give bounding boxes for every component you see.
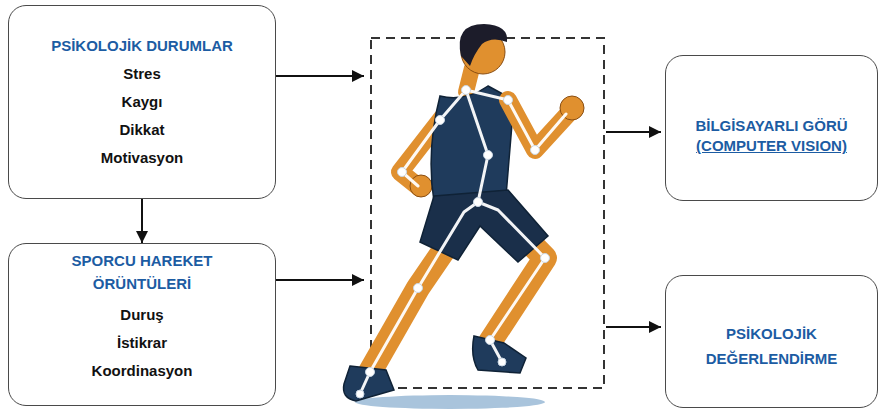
pose-joints <box>356 86 550 399</box>
runner-hair <box>460 24 507 66</box>
pose-joint <box>498 358 506 366</box>
pose-joint <box>474 198 483 207</box>
node-heading: SPORCU HAREKET ÖRÜNTÜLERİ <box>57 249 227 295</box>
pose-joint <box>531 146 540 155</box>
node-item: Stres <box>123 60 161 88</box>
pose-joint <box>436 116 445 125</box>
pose-skeleton <box>360 90 566 394</box>
runner-back-fist <box>410 175 432 197</box>
flow-arrow <box>606 131 661 133</box>
node-label: (COMPUTER VISION) <box>696 136 847 156</box>
node-item: Motivasyon <box>101 144 184 172</box>
pose-joint <box>541 254 550 263</box>
process-box: PSİKOLOJİK DEĞERLENDİRME <box>665 275 878 408</box>
node-item: Duruş <box>120 301 163 329</box>
pose-joint <box>462 86 471 95</box>
node-item: Kaygı <box>122 88 163 116</box>
pose-joint <box>486 336 495 345</box>
flow-arrow <box>276 75 364 77</box>
flow-arrow <box>276 279 364 281</box>
process-box: PSİKOLOJİK DURUMLARStresKaygıDikkatMotiv… <box>8 5 276 199</box>
connector-layer <box>142 199 143 243</box>
pose-joint <box>484 151 493 160</box>
runner-illustration <box>344 24 585 409</box>
pose-joint <box>356 390 364 398</box>
flow-arrow <box>141 199 143 243</box>
pose-joint <box>366 368 375 377</box>
dashed-frame <box>371 38 604 388</box>
node-label: PSİKOLOJİK DEĞERLENDİRME <box>697 321 847 371</box>
node-item: Dikkat <box>119 116 164 144</box>
pose-joint <box>398 168 407 177</box>
node-heading: PSİKOLOJİK DURUMLAR <box>51 32 233 60</box>
node-item: İstikrar <box>117 329 167 357</box>
runner-back-shoe <box>344 366 395 401</box>
process-box: SPORCU HAREKET ÖRÜNTÜLERİ DuruşİstikrarKo… <box>8 243 276 406</box>
ground-shadow <box>355 395 545 409</box>
process-box: BİLGİSAYARLI GÖRÜ(COMPUTER VISION) <box>665 55 878 201</box>
runner-front-arm <box>508 100 568 150</box>
pose-joint <box>504 96 513 105</box>
node-item: Koordinasyon <box>92 357 193 385</box>
flow-arrow <box>606 326 661 328</box>
node-label: BİLGİSAYARLI GÖRÜ <box>695 116 847 136</box>
pose-joint <box>414 284 423 293</box>
